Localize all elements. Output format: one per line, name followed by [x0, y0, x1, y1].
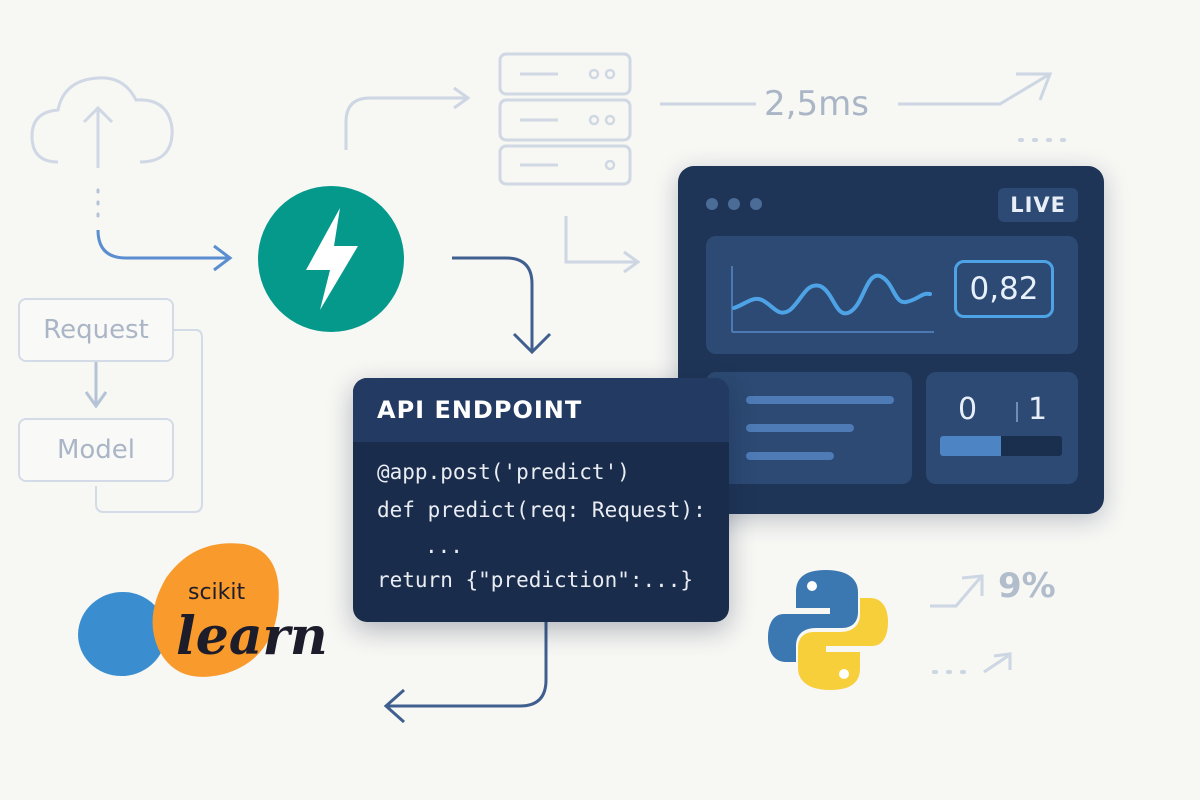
- window-dot: [706, 198, 718, 210]
- latency-label: 2,5ms: [764, 84, 869, 124]
- cloud-to-api-arrowhead: [213, 244, 233, 272]
- model-box: Model: [18, 418, 174, 482]
- latency-line-right: [898, 72, 1051, 106]
- progress-bar: [940, 436, 1062, 456]
- toggle-panel: 0 1: [926, 372, 1078, 484]
- request-box: Request: [18, 298, 174, 362]
- window-dot: [728, 198, 740, 210]
- code-card-header: API ENDPOINT: [353, 378, 729, 442]
- metric-panel: 0,82: [706, 236, 1078, 354]
- cloud-upload-icon: [30, 76, 174, 168]
- progress-fill: [940, 436, 1001, 456]
- api-endpoint-card: API ENDPOINT @app.post('predict') def pr…: [353, 378, 729, 622]
- api-to-server-arrow: [344, 96, 466, 150]
- trend-label: 9%: [998, 566, 1056, 606]
- api-to-code-arrow: [452, 256, 534, 350]
- sklearn-wordmark-bottom: learn: [176, 606, 328, 667]
- toggle-right: 1: [1028, 392, 1048, 427]
- list-bar: [746, 396, 894, 404]
- lightning-bolt-icon: [258, 186, 404, 332]
- toggle-left: 0: [958, 392, 978, 427]
- code-line: return {"prediction":...}: [377, 568, 694, 592]
- python-logo-icon: [768, 570, 888, 690]
- metric-value: 0,82: [954, 260, 1054, 318]
- toggle-separator: [1016, 402, 1018, 422]
- list-panel: [706, 372, 912, 484]
- sklearn-wordmark-top: scikit: [188, 580, 246, 605]
- cloud-to-api-arrow: [96, 229, 228, 260]
- server-stack-icon: [498, 52, 632, 186]
- sklearn-logo-icon: [78, 543, 279, 677]
- code-line: @app.post('predict'): [377, 460, 630, 484]
- waveform-chart: [731, 266, 934, 333]
- code-line: def predict(req: Request):: [377, 498, 706, 522]
- live-badge: LIVE: [998, 188, 1078, 222]
- list-bar: [746, 424, 854, 432]
- code-to-output-arrow: [388, 622, 548, 708]
- code-line: ...: [425, 534, 463, 558]
- code-card-title: API ENDPOINT: [377, 396, 583, 424]
- trend-arrow: [930, 577, 982, 608]
- list-bar: [746, 452, 834, 460]
- live-dashboard: LIVE 0,82 0 1: [678, 166, 1104, 514]
- request-model-outline: [95, 329, 203, 513]
- window-dot: [750, 198, 762, 210]
- server-to-dashboard-arrow: [564, 216, 636, 264]
